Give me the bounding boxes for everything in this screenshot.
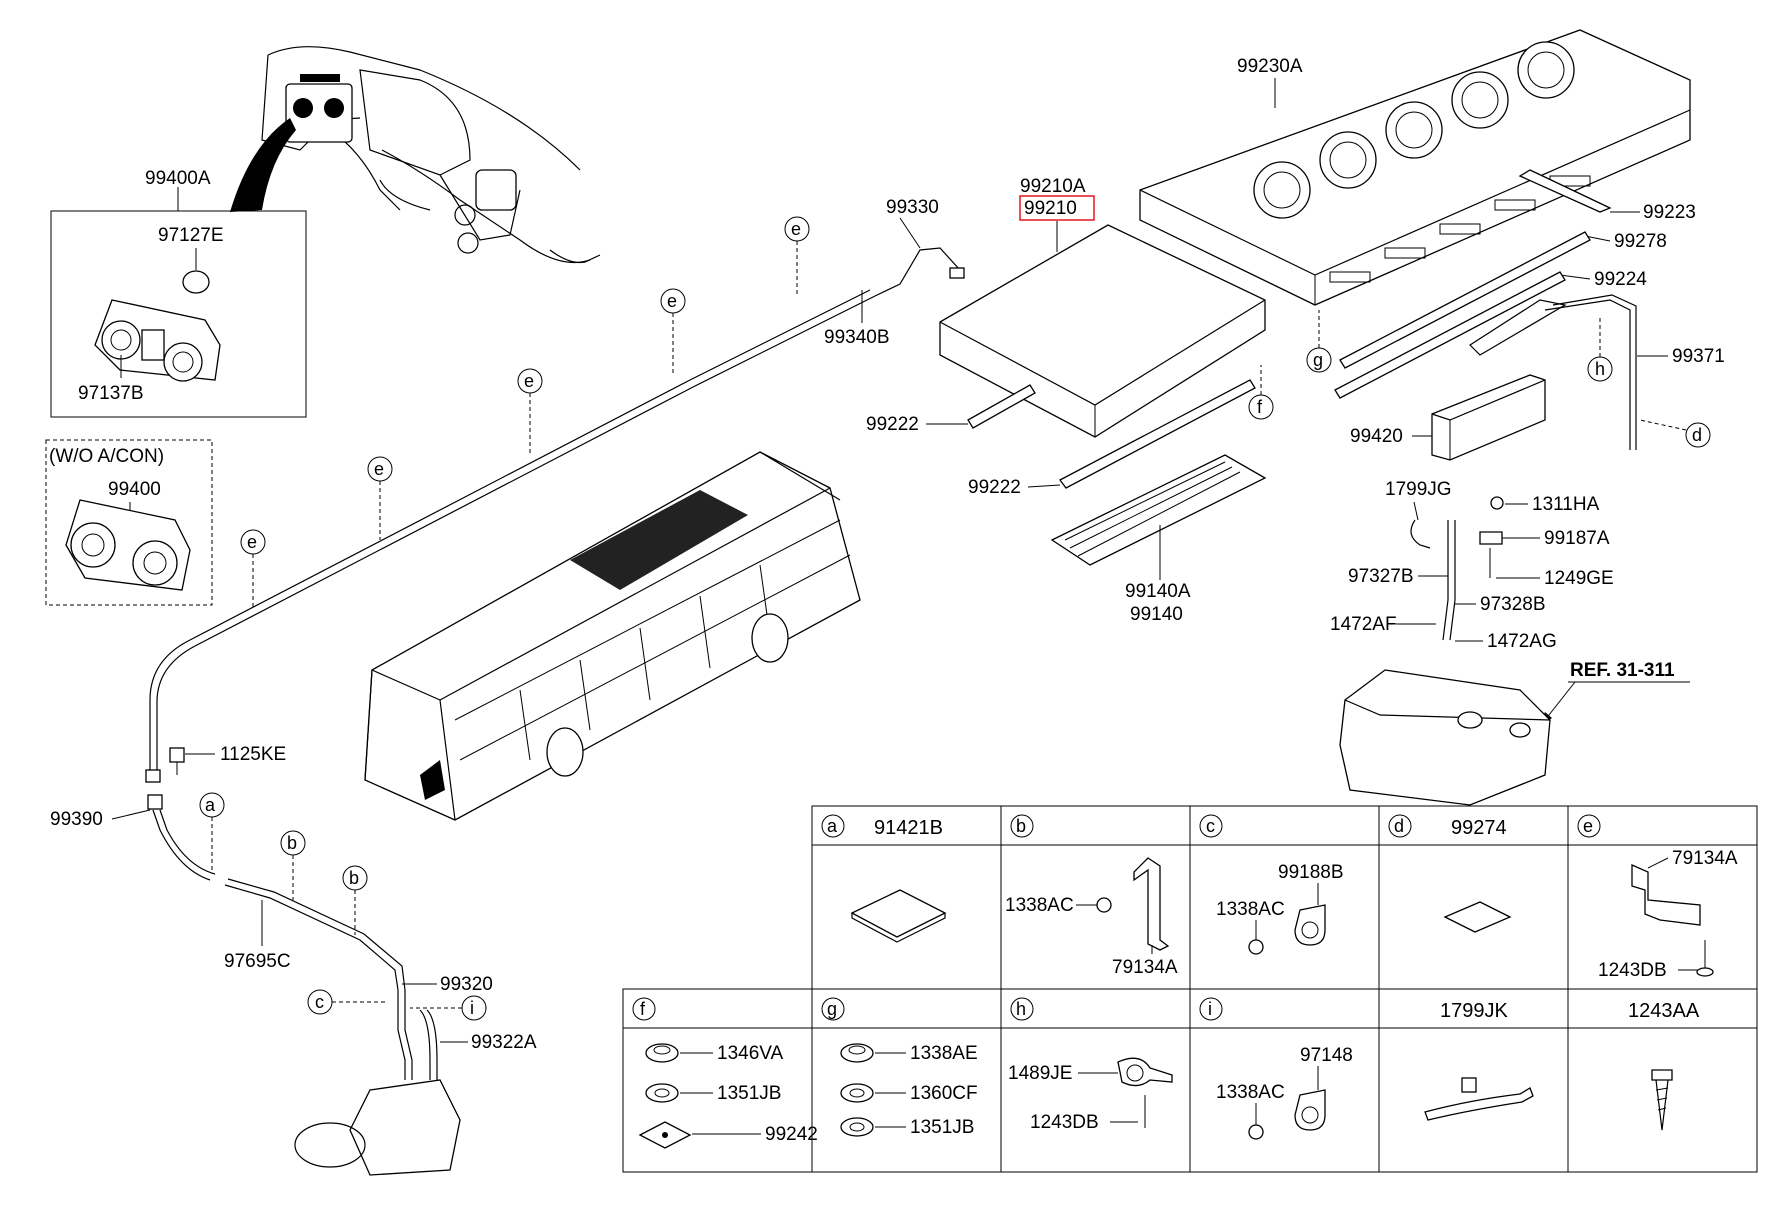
label-99340B: 99340B [824,327,890,348]
label-wo-acon: (W/O A/CON) [49,446,164,467]
table-f-99242: 99242 [765,1124,818,1145]
label-99210A: 99210A [1020,176,1086,197]
table-part-99274: 99274 [1451,817,1507,839]
table-e-79134A: 79134A [1672,848,1738,869]
label-97127E: 97127E [158,225,224,246]
dashboard-illustration [230,46,601,264]
callout-e-3: e [524,371,534,391]
table-letter-b: b [1016,816,1026,836]
table-letter-i: i [1208,999,1212,1019]
parts-table: a 91421B b c d 99274 e 1338AC 79134A 991… [622,805,1758,1173]
evaporator-99210: 99210A 99210 99222 99222 f 99140A 99140 [866,176,1274,625]
label-99420: 99420 [1350,426,1403,447]
fuel-tank-area: 1799JG 1311HA 99187A 1249GE 97327B 97328… [1330,479,1690,806]
pipe-lower-left: 1125KE 99390 a b b 97695C 99320 c i [50,744,537,1176]
callout-b-2: b [349,868,359,888]
table-letter-h: h [1016,999,1026,1019]
highlight-box [1019,195,1095,221]
table-b-79134A: 79134A [1112,957,1178,978]
parts-right-mid: 99371 h d 99420 [1350,294,1725,461]
label-99223: 99223 [1643,202,1696,223]
table-letter-g: g [827,999,837,1019]
callout-c: c [315,992,324,1012]
label-1125KE: 1125KE [220,744,286,765]
table-i-97148: 97148 [1300,1045,1353,1066]
table-c-1338AC: 1338AC [1216,899,1285,920]
table-f-1346VA: 1346VA [717,1043,784,1064]
label-1472AG: 1472AG [1487,631,1557,652]
callout-b-1: b [287,833,297,853]
label-99140: 99140 [1130,604,1183,625]
table-letter-c: c [1206,816,1215,836]
label-97328B: 97328B [1480,594,1546,615]
table-letter-a: a [827,816,838,836]
table-g-1338AE: 1338AE [910,1043,978,1064]
label-99278: 99278 [1614,231,1667,252]
label-99230A: 99230A [1237,56,1303,77]
callout-e-2: e [667,291,677,311]
label-99140A: 99140A [1125,581,1191,602]
table-f-1351JB: 1351JB [717,1083,781,1104]
label-99222-2: 99222 [968,477,1021,498]
table-b-1338AC: 1338AC [1005,895,1074,916]
label-1799JG: 1799JG [1385,479,1452,500]
table-g-1351JB: 1351JB [910,1117,974,1138]
table-g-1360CF: 1360CF [910,1083,978,1104]
label-97137B: 97137B [78,383,144,404]
table-letter-f: f [640,999,646,1019]
label-99222-1: 99222 [866,414,919,435]
label-97327B: 97327B [1348,566,1414,587]
label-ref-31-311: REF. 31-311 [1570,660,1675,681]
label-99320: 99320 [440,974,493,995]
table-c-99188B: 99188B [1278,862,1344,883]
label-97695C: 97695C [224,951,291,972]
callout-f: f [1257,397,1263,417]
label-99322A: 99322A [471,1032,537,1053]
table-part-1799JK: 1799JK [1440,1000,1508,1022]
label-99224: 99224 [1594,269,1647,290]
table-part-1243AA: 1243AA [1628,1000,1700,1022]
pipes-e: e e e e e 99330 99340B [149,197,965,770]
table-h-1489JE: 1489JE [1008,1063,1072,1084]
callout-e-1: e [791,219,801,239]
label-1472AF: 1472AF [1330,614,1397,635]
table-e-1243DB: 1243DB [1598,960,1667,981]
table-letter-e: e [1583,816,1593,836]
callout-i: i [470,998,474,1018]
callout-d: d [1692,425,1702,445]
label-1311HA: 1311HA [1532,494,1600,515]
label-99390: 99390 [50,809,103,830]
callout-e-4: e [374,459,384,479]
callout-g: g [1313,350,1323,370]
label-99400A: 99400A [145,168,211,189]
callout-h: h [1595,359,1605,379]
table-i-1338AC: 1338AC [1216,1082,1285,1103]
label-1249GE: 1249GE [1544,568,1614,589]
table-letter-d: d [1394,816,1404,836]
bus-illustration [364,451,861,821]
callout-e-5: e [247,532,257,552]
label-99210: 99210 [1024,198,1077,219]
label-99400: 99400 [108,479,161,500]
box-99400A: 99400A 97127E 97137B [50,168,307,418]
table-h-1243DB: 1243DB [1030,1112,1099,1133]
box-wo-acon: (W/O A/CON) 99400 [45,439,213,606]
callout-a: a [205,795,216,815]
table-part-91421B: 91421B [874,817,943,839]
label-99371: 99371 [1672,346,1725,367]
condenser-99230A: 99230A 99223 99278 99224 g [1139,29,1696,399]
label-99187A: 99187A [1544,528,1610,549]
label-99330: 99330 [886,197,939,218]
